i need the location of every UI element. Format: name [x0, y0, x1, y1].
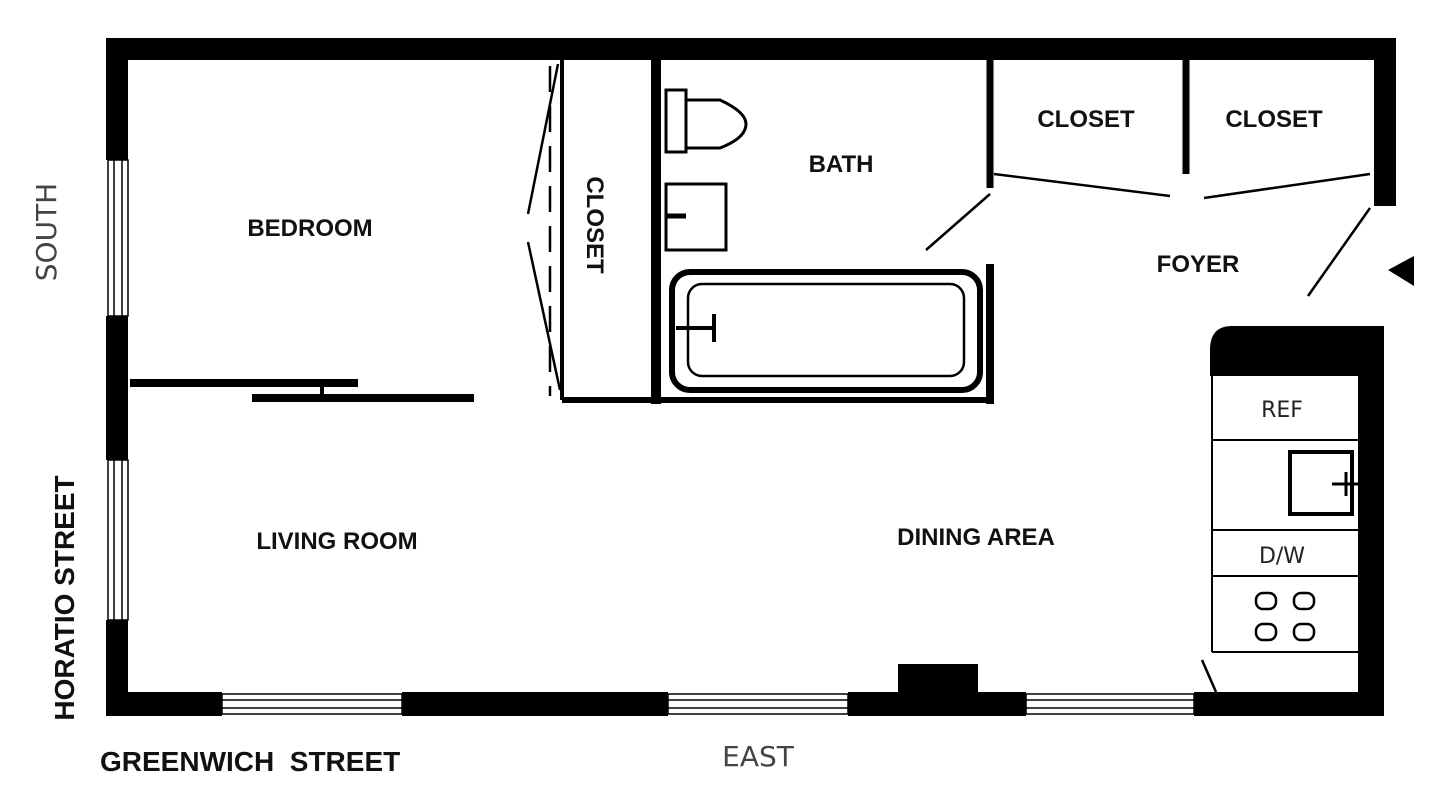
label-closet-1: CLOSET — [1037, 106, 1135, 133]
left-wall-middle — [106, 316, 128, 460]
doors — [526, 63, 1372, 693]
label-bedroom-closet: CLOSET — [581, 176, 608, 274]
toilet-icon — [664, 88, 748, 154]
interior-walls — [130, 60, 1190, 404]
label-living-room: LIVING ROOM — [256, 528, 417, 555]
sink-icon — [664, 182, 728, 252]
chimney-block — [898, 664, 978, 696]
window-east-3 — [1025, 693, 1195, 715]
kitchen-hood — [1210, 326, 1384, 376]
bottom-wall-4 — [1194, 692, 1384, 716]
bedroom-closet-door-top — [526, 63, 560, 215]
window-south-upper — [107, 159, 129, 317]
stove-icon — [1254, 591, 1316, 642]
window-south-lower — [107, 459, 129, 621]
closet-door-2 — [1203, 172, 1371, 200]
bathtub-icon — [669, 269, 983, 393]
kitchen-sink-icon — [1288, 450, 1358, 516]
kitchen-counter — [1211, 376, 1358, 653]
label-closet-2: CLOSET — [1225, 106, 1323, 133]
label-dishwasher: D/W — [1259, 544, 1305, 569]
exterior-walls — [106, 38, 1396, 716]
kitchen-door-stub — [1200, 659, 1218, 693]
left-wall-upper — [106, 38, 128, 160]
entry-door — [1306, 207, 1372, 297]
label-refrigerator: REF — [1261, 398, 1303, 423]
top-wall — [106, 38, 1396, 60]
right-wall-upper — [1374, 38, 1396, 206]
label-foyer: FOYER — [1157, 251, 1240, 278]
window-east-2 — [667, 693, 849, 715]
windows — [107, 159, 1195, 715]
bottom-wall-2 — [402, 692, 668, 716]
entry-arrow-icon — [1388, 256, 1414, 286]
bath-door — [925, 193, 991, 251]
label-dining-area: DINING AREA — [897, 524, 1055, 551]
label-bath: BATH — [809, 151, 874, 178]
label-east: EAST — [722, 740, 795, 773]
bedroom-closet-door-bottom — [526, 241, 562, 391]
closet-door-1 — [993, 172, 1171, 198]
bottom-wall-1 — [106, 692, 222, 716]
right-wall-lower — [1358, 326, 1384, 716]
label-south: SOUTH — [30, 183, 63, 281]
label-bedroom: BEDROOM — [247, 215, 372, 242]
label-greenwich-street: GREENWICH STREET — [100, 746, 400, 777]
window-east-1 — [221, 693, 403, 715]
label-horatio-street: HORATIO STREET — [49, 475, 80, 720]
